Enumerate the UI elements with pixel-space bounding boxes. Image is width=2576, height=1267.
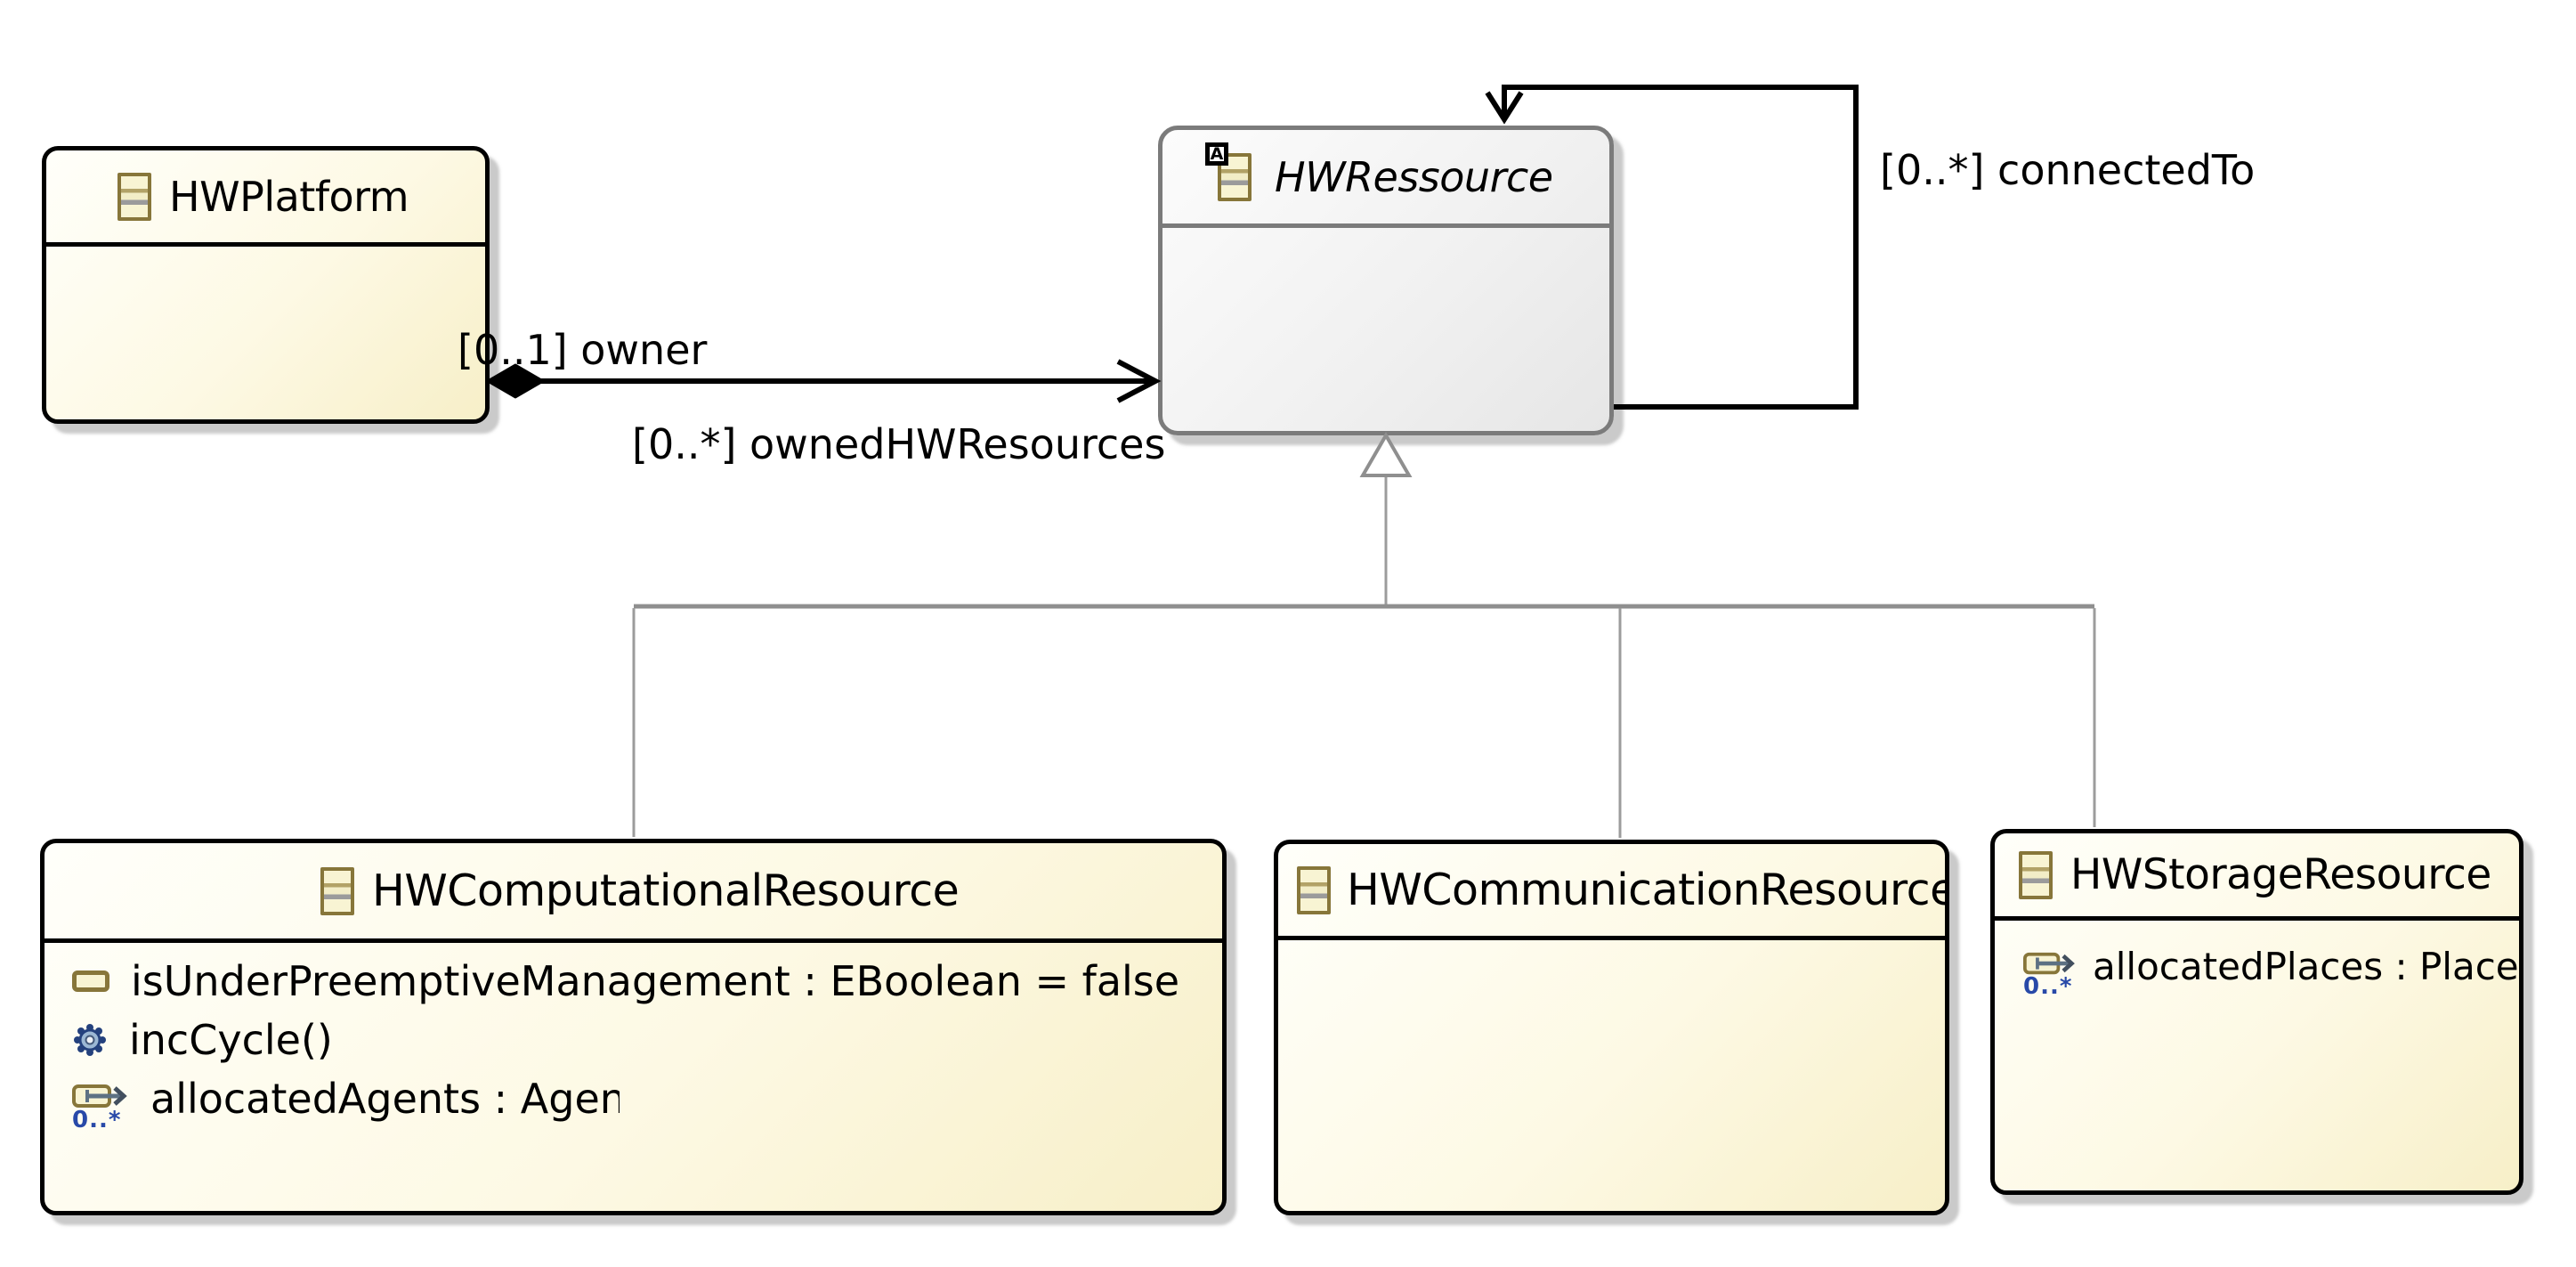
eattribute-icon xyxy=(72,971,109,992)
edge-label-owner[interactable]: [0..1] owner xyxy=(458,326,708,374)
eclass-abstract-icon: A xyxy=(1205,142,1252,201)
operation-row-inccycle[interactable]: incCycle() xyxy=(72,1011,1222,1069)
ereference-icon-block: 0..* xyxy=(72,1083,129,1133)
abstract-badge: A xyxy=(1205,142,1228,166)
open-arrowhead-icon xyxy=(1485,91,1524,125)
generalization-edges[interactable] xyxy=(632,432,2096,838)
reference-label: allocatedAgents : Agent xyxy=(150,1075,620,1123)
edge-label-connectedto[interactable]: [0..*] connectedTo xyxy=(1880,146,2256,194)
eclass-icon xyxy=(320,866,354,915)
class-node-hwcomputationalresource[interactable]: HWComputationalResource isUnderPreemptiv… xyxy=(40,839,1227,1215)
composition-edge-ownedhwresources[interactable] xyxy=(486,359,1162,403)
reference-multiplicity-badge: 0..* xyxy=(72,1107,122,1133)
eclass-icon xyxy=(117,172,151,221)
reference-label: allocatedPlaces : Place xyxy=(2093,944,2519,988)
class-header-hwplatform: HWPlatform xyxy=(46,150,485,247)
eoperation-gear-icon xyxy=(74,1024,106,1056)
attribute-row-isunderpreemptivemanagement[interactable]: isUnderPreemptiveManagement : EBoolean =… xyxy=(72,952,1222,1011)
self-association-edge-connectedto[interactable] xyxy=(1485,85,1859,410)
class-header-hwressource: A HWRessource xyxy=(1162,130,1609,228)
class-header-hwcommunicationresource: HWCommunicationResource xyxy=(1278,844,1945,940)
eclass-icon xyxy=(2019,850,2053,899)
eclass-icon xyxy=(1297,865,1331,914)
reference-row-allocatedagents[interactable]: 0..* allocatedAgents : Agent xyxy=(72,1069,1222,1133)
class-body-hwcomputationalresource: isUnderPreemptiveManagement : EBoolean =… xyxy=(45,943,1222,1133)
class-title-hwressource: HWRessource xyxy=(1275,152,1553,201)
edge-label-ownedhwresources[interactable]: [0..*] ownedHWResources xyxy=(632,420,1166,468)
class-title-hwplatform: HWPlatform xyxy=(169,172,409,221)
class-header-hwcomputationalresource: HWComputationalResource xyxy=(45,843,1222,943)
class-title-hwstorageresource: HWStorageResource xyxy=(2070,850,2491,899)
ereference-arrow-icon xyxy=(2023,952,2075,975)
class-title-hwcommunicationresource: HWCommunicationResource xyxy=(1347,865,1945,915)
class-node-hwstorageresource[interactable]: HWStorageResource 0..* allocatedPlaces :… xyxy=(1990,829,2523,1195)
class-body-hwstorageresource: 0..* allocatedPlaces : Place xyxy=(1995,921,2519,999)
open-arrowhead-icon xyxy=(1116,359,1162,403)
class-header-hwstorageresource: HWStorageResource xyxy=(1995,833,2519,921)
class-title-hwcomputationalresource: HWComputationalResource xyxy=(372,865,960,916)
reference-row-allocatedplaces[interactable]: 0..* allocatedPlaces : Place xyxy=(2023,933,2519,999)
class-node-hwcommunicationresource[interactable]: HWCommunicationResource xyxy=(1274,840,1949,1215)
attribute-label: isUnderPreemptiveManagement : EBoolean =… xyxy=(131,957,1180,1005)
reference-multiplicity-badge: 0..* xyxy=(2023,973,2073,1000)
composition-diamond xyxy=(486,363,545,399)
ereference-arrow-icon xyxy=(72,1084,127,1108)
class-node-hwplatform[interactable]: HWPlatform xyxy=(42,146,490,424)
operation-label: incCycle() xyxy=(129,1016,333,1064)
class-node-hwressource[interactable]: A HWRessource xyxy=(1158,126,1614,435)
generalization-triangle-icon xyxy=(1359,432,1413,477)
ereference-icon-block: 0..* xyxy=(2023,951,2077,1000)
